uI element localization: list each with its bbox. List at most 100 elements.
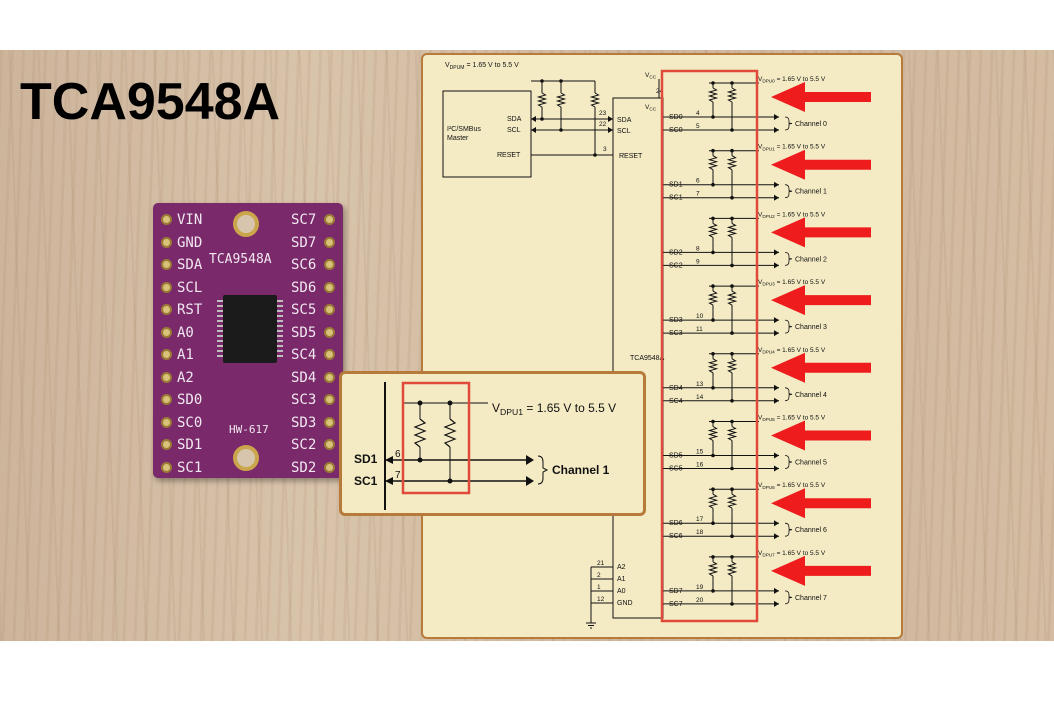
pin-label: SDA [177, 257, 203, 273]
pin-number: 14 [696, 394, 704, 401]
resistor-icon [726, 87, 738, 103]
master-scl-label: SCL [507, 127, 521, 134]
zoom-sd-label: SD1 [354, 452, 378, 466]
channel-brace [784, 590, 793, 605]
pin-number: 24 [656, 88, 664, 95]
pin-pad [161, 281, 172, 293]
zoom-highlight-box [401, 381, 471, 495]
pin-pad [324, 371, 335, 383]
pin-label: SC1 [177, 459, 203, 476]
arrowhead-icon [385, 456, 393, 464]
junction-dot [711, 250, 715, 255]
pin-pad [161, 259, 172, 270]
channel-sc-pin-label: SC4 [669, 398, 683, 405]
junction-dot [711, 521, 715, 525]
channel-voltage-label: VDPU2 = 1.65 V to 5.5 V [758, 211, 826, 219]
junction-dot [730, 534, 734, 538]
pin-number: 6 [395, 449, 401, 460]
pin-pad [324, 394, 335, 405]
pin-pad [161, 371, 172, 383]
chip-reset-pin-label: RESET [619, 153, 643, 160]
channel-label: Channel 5 [795, 460, 827, 467]
red-arrow-icon [771, 420, 871, 451]
pin-label: VIN [177, 212, 203, 228]
pin-number: 4 [696, 110, 700, 117]
pin-pad [161, 394, 172, 405]
pin-pad [161, 439, 172, 450]
arrowhead-icon [774, 127, 779, 133]
arrowhead-icon [774, 600, 779, 607]
pin-number: 7 [696, 191, 700, 198]
pin-pad [324, 259, 335, 270]
pin-number: 10 [696, 313, 704, 320]
resistor-icon [726, 290, 738, 306]
arrowhead-icon [774, 181, 779, 188]
pin-number: 19 [696, 584, 704, 591]
channel-brace [784, 522, 793, 537]
arrowhead-icon [385, 477, 393, 485]
chip-leg [217, 345, 223, 347]
pin-label: GND [177, 234, 203, 251]
channel-label: Channel 1 [795, 189, 827, 196]
pin-number: 8 [696, 245, 700, 252]
channel-voltage-label: VDPU7 = 1.65 V to 5.5 V [758, 550, 826, 558]
pin-label: A2 [177, 369, 194, 386]
pin-number: 12 [597, 596, 605, 603]
resistor-icon [726, 493, 738, 509]
chip-leg [217, 310, 223, 312]
chip-leg [277, 325, 283, 327]
master-reset-label: RESET [497, 152, 521, 159]
resistor-icon [707, 155, 719, 171]
chip-leg [277, 345, 283, 347]
vcc-label: VCC [645, 72, 657, 80]
junction-dot [711, 453, 715, 458]
address-pin-label: A0 [617, 588, 626, 595]
pin-number: 20 [696, 597, 704, 604]
resistor-icon [707, 290, 719, 306]
pin-label: SC2 [291, 437, 317, 453]
pin-number: 15 [696, 449, 704, 456]
pin-label: SD4 [291, 369, 317, 386]
chip-leg [277, 310, 283, 312]
channel-sd-pin-label: SD7 [669, 588, 683, 595]
arrowhead-icon [774, 384, 779, 391]
zoom-channel-label: Channel 1 [552, 463, 610, 477]
resistor-icon [726, 358, 738, 374]
pin-label: SD6 [291, 279, 317, 296]
channel-label: Channel 7 [795, 595, 827, 602]
pin-label: SD1 [177, 437, 203, 453]
pin-pad [324, 281, 335, 293]
channel-brace [784, 184, 793, 199]
channel-sd-pin-label: SD6 [669, 520, 683, 527]
resistor-icon [536, 92, 548, 108]
chip-leg [217, 340, 223, 342]
pin-number: 9 [696, 258, 700, 265]
pin-pad [324, 304, 335, 315]
resistor-icon [726, 426, 738, 441]
chip-leg [277, 355, 283, 357]
junction-dot [730, 263, 734, 268]
pin-pad [161, 236, 172, 248]
pin-pad [324, 439, 335, 450]
pin-pad [324, 461, 335, 473]
vcc-pin-label: VCC [645, 104, 657, 112]
arrowhead-icon [774, 262, 779, 269]
pin-label: SCL [177, 279, 203, 296]
pin-number: 5 [696, 123, 700, 130]
pin-pad [161, 461, 172, 473]
pin-number: 3 [603, 146, 607, 153]
pin-pad [161, 416, 172, 428]
page-title: TCA9548A [20, 73, 281, 131]
junction-dot [730, 466, 734, 471]
chip-leg [217, 350, 223, 352]
channel-voltage-label: VDPU4 = 1.65 V to 5.5 V [758, 347, 826, 355]
arrowhead-icon [774, 397, 779, 404]
pin-pad [324, 236, 335, 248]
highlight-box [660, 69, 759, 623]
chip-leg [217, 330, 223, 332]
junction-dot [711, 182, 715, 187]
channel-sd-pin-label: SD0 [669, 114, 683, 121]
pin-number: 18 [696, 529, 704, 536]
red-arrow-icon [771, 82, 871, 112]
